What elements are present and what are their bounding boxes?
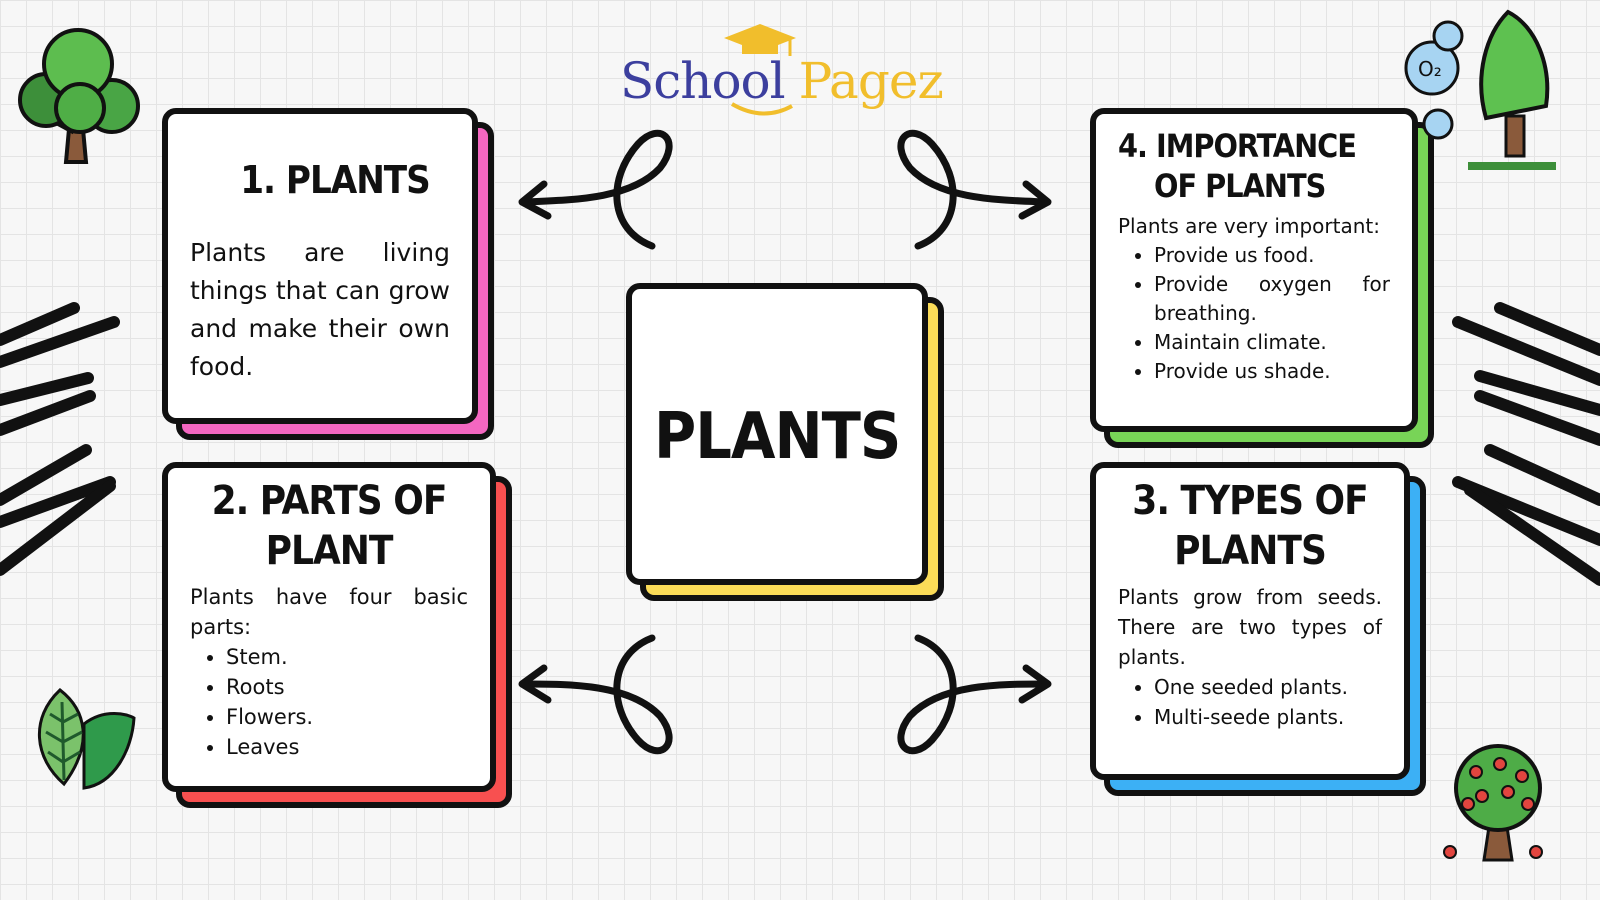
list-item: Provide us food. — [1154, 241, 1390, 270]
card-parts-of-plant: 2. PARTS OF PLANT Plants have four basic… — [162, 462, 512, 808]
list-item: Stem. — [226, 642, 468, 672]
card-title: 1. PLANTS — [240, 158, 431, 202]
card-list: One seeded plants. Multi-seede plants. — [1118, 672, 1382, 732]
card-face: PLANTS — [626, 283, 928, 585]
logo-school-text: School — [620, 52, 786, 110]
card-title-line: OF PLANTS — [1154, 167, 1326, 205]
card-title: 3. TYPES OF PLANTS — [1132, 478, 1368, 574]
scribble-lines-icon — [0, 302, 120, 576]
card-face: 4. IMPORTANCE OF PLANTS Plants are very … — [1090, 108, 1418, 432]
card-title: 4. IMPORTANCE OF PLANTS — [1118, 126, 1390, 206]
list-item: Roots — [226, 672, 468, 702]
list-item: Provide oxygen for breathing. — [1154, 270, 1390, 328]
list-item: Maintain climate. — [1154, 328, 1390, 357]
card-center-topic: PLANTS — [626, 283, 944, 601]
scribble-lines-icon — [1452, 302, 1600, 586]
apple-tree-icon — [1443, 744, 1543, 862]
card-title-line: 4. IMPORTANCE — [1118, 127, 1357, 165]
list-item: Leaves — [226, 732, 468, 762]
card-text: Plants have four basic parts: — [190, 585, 468, 639]
card-text: Plants are very important: — [1118, 214, 1380, 238]
logo-swoosh-icon — [730, 102, 793, 116]
list-item: Multi-seede plants. — [1154, 702, 1382, 732]
logo-pagez-text: Pagez — [798, 52, 944, 110]
card-list: Provide us food. Provide oxygen for brea… — [1118, 241, 1390, 386]
oxygen-tree-icon: O₂ — [1404, 9, 1556, 170]
card-face: 2. PARTS OF PLANT Plants have four basic… — [162, 462, 496, 792]
card-face: 3. TYPES OF PLANTS Plants grow from seed… — [1090, 462, 1410, 780]
card-face: 1. PLANTS Plants are living things that … — [162, 108, 478, 424]
curly-arrow-icon — [897, 129, 1052, 250]
tree-icon — [18, 28, 140, 164]
leaf-icon — [37, 688, 136, 790]
curly-arrow-icon — [518, 634, 673, 755]
center-title: PLANTS — [654, 400, 901, 474]
card-importance-of-plants: 4. IMPORTANCE OF PLANTS Plants are very … — [1090, 108, 1434, 448]
curly-arrow-icon — [897, 634, 1052, 755]
list-item: One seeded plants. — [1154, 672, 1382, 702]
curly-arrow-icon — [518, 129, 673, 250]
card-title: 2. PARTS OF PLANT — [211, 478, 448, 574]
card-text: Plants are living things that can grow a… — [190, 238, 450, 381]
graduation-cap-icon — [724, 24, 796, 56]
list-item: Flowers. — [226, 702, 468, 732]
card-text: Plants grow from seeds. There are two ty… — [1118, 585, 1382, 669]
list-item: Provide us shade. — [1154, 357, 1390, 386]
card-list: Stem. Roots Flowers. Leaves — [190, 642, 468, 762]
svg-text:O₂: O₂ — [1418, 57, 1442, 81]
card-plants: 1. PLANTS Plants are living things that … — [162, 108, 494, 440]
card-types-of-plants: 3. TYPES OF PLANTS Plants grow from seed… — [1090, 462, 1426, 796]
